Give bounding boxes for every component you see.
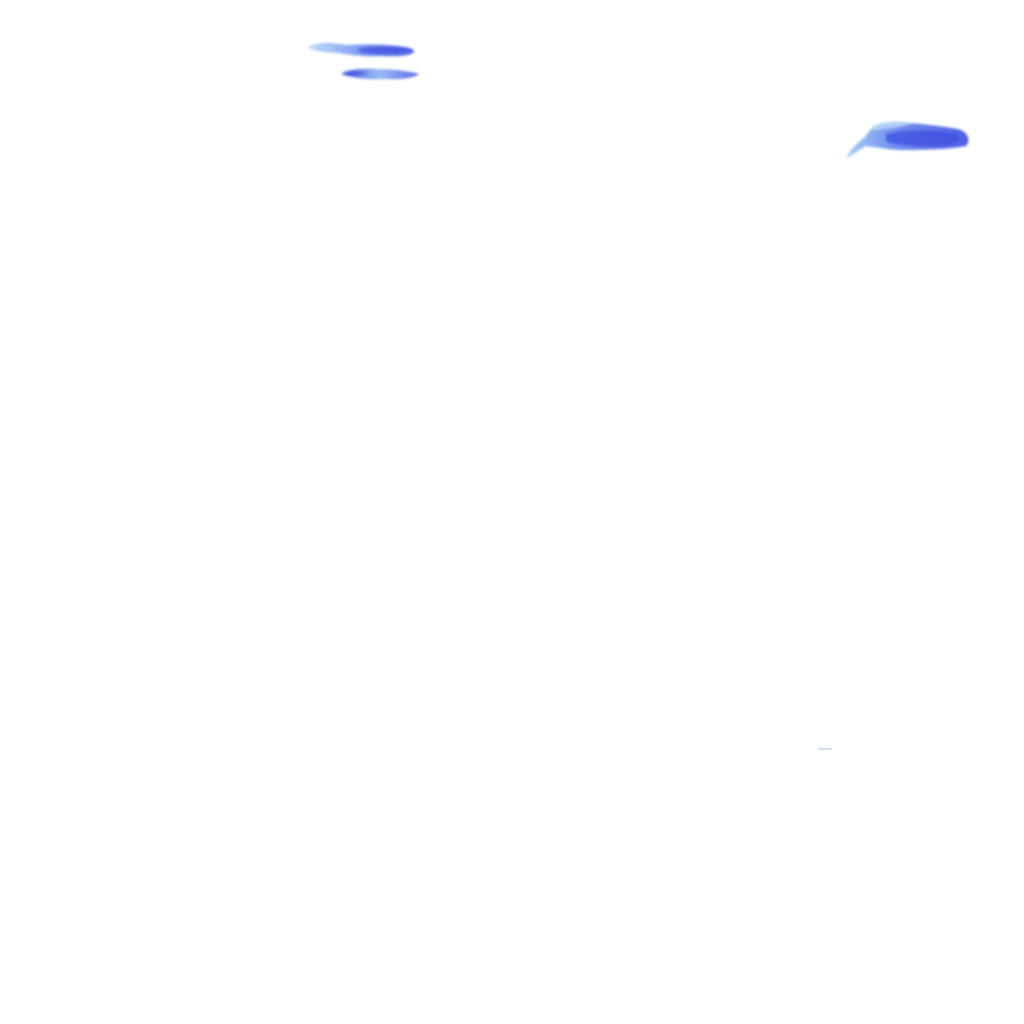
blue-smudge-top-right [846,121,969,158]
blue-smudge-top-left-lower [341,68,419,80]
blue-smudge-top-left-upper [308,43,415,57]
faint-speck-lower-right [818,748,832,750]
